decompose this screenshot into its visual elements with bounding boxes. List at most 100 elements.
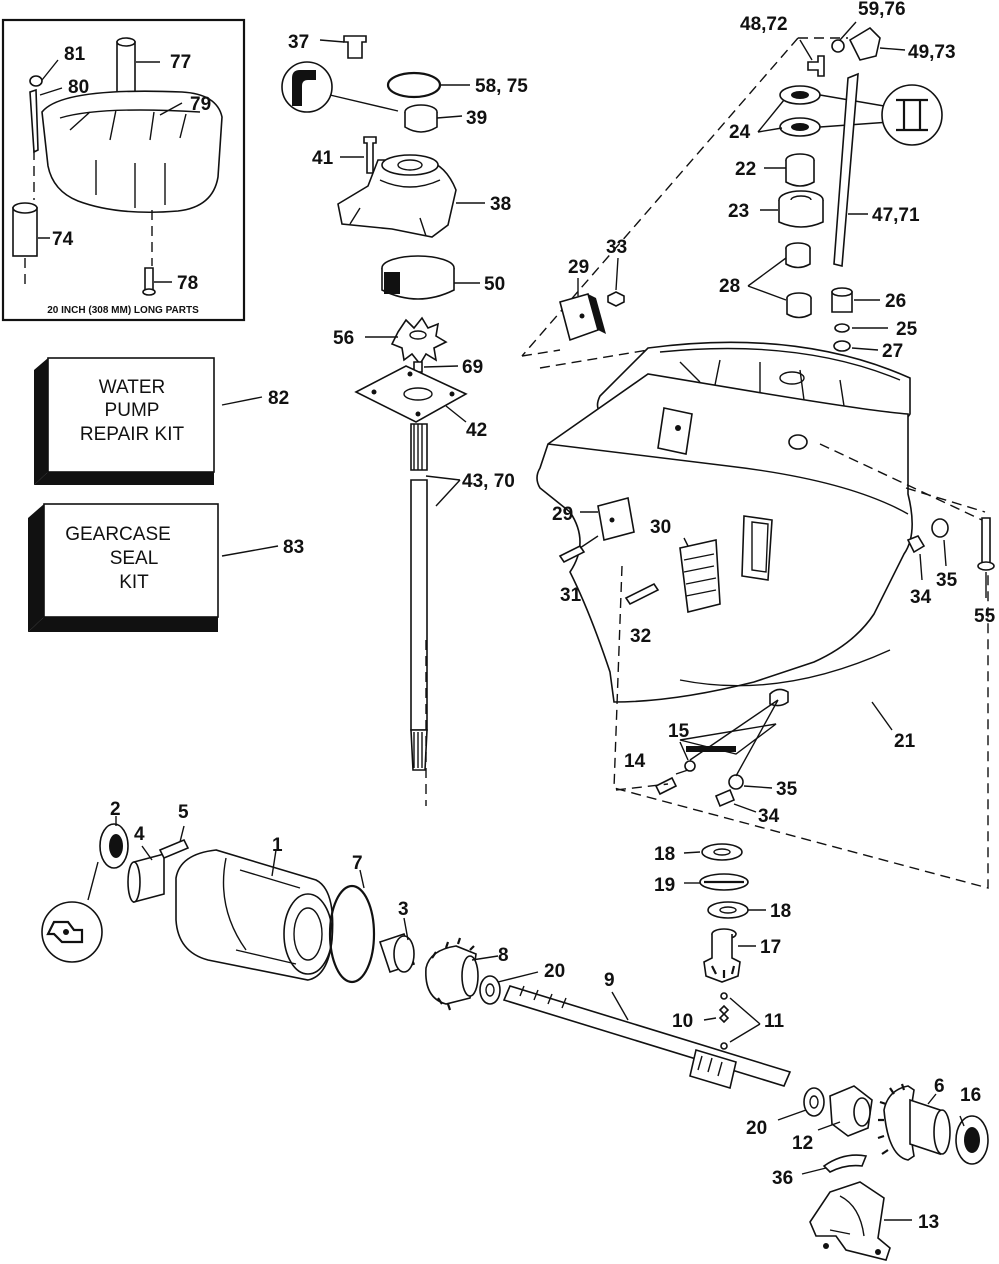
part-81-shape bbox=[29, 75, 43, 87]
part-22-shape bbox=[785, 160, 815, 187]
lower-gear-train bbox=[41, 816, 989, 1261]
callout-36: 36 bbox=[772, 1168, 793, 1189]
callout-48-72: 48,72 bbox=[740, 14, 788, 35]
part-11-lower-shape bbox=[720, 1042, 728, 1050]
callout-34-upper: 34 bbox=[910, 587, 932, 608]
callout-82: 82 bbox=[268, 388, 289, 409]
callout-22: 22 bbox=[735, 159, 756, 180]
part-39-shape bbox=[404, 112, 438, 133]
callout-37: 37 bbox=[288, 32, 309, 53]
callout-81: 81 bbox=[64, 44, 86, 65]
callout-28: 28 bbox=[719, 276, 740, 297]
callout-49-73: 49,73 bbox=[908, 42, 956, 63]
part-18-lower-shape bbox=[707, 901, 749, 919]
part-37-shape bbox=[343, 35, 367, 59]
callout-21: 21 bbox=[894, 731, 916, 752]
callout-34-lower: 34 bbox=[758, 806, 780, 827]
part-21-shape bbox=[536, 373, 913, 703]
sealant-symbol-lower bbox=[41, 901, 103, 963]
callout-35-lower: 35 bbox=[776, 779, 798, 800]
part-43-driveshaft bbox=[410, 479, 428, 731]
callout-38: 38 bbox=[490, 194, 511, 215]
callout-50: 50 bbox=[484, 274, 505, 295]
callout-43-70: 43, 70 bbox=[462, 471, 515, 492]
callout-39: 39 bbox=[466, 108, 487, 129]
callout-20-rear: 20 bbox=[746, 1118, 767, 1139]
part-34-upper-shape bbox=[906, 535, 926, 554]
callout-26: 26 bbox=[885, 291, 906, 312]
callout-23: 23 bbox=[728, 201, 749, 222]
callout-24: 24 bbox=[729, 122, 751, 143]
callout-29-upper: 29 bbox=[568, 257, 589, 278]
callout-9: 9 bbox=[604, 970, 615, 991]
kit-gearcase-line2: SEAL bbox=[110, 548, 159, 569]
part-32-shape bbox=[624, 582, 660, 606]
callout-19: 19 bbox=[654, 875, 675, 896]
part-80-shape bbox=[29, 88, 39, 154]
callout-4: 4 bbox=[134, 824, 145, 845]
callout-77: 77 bbox=[170, 52, 191, 73]
kit-water-line3: REPAIR KIT bbox=[80, 424, 185, 445]
callout-11: 11 bbox=[764, 1011, 785, 1032]
callout-13: 13 bbox=[918, 1212, 939, 1233]
inset-caption: 20 INCH (308 MM) LONG PARTS bbox=[47, 305, 199, 316]
callout-42: 42 bbox=[466, 420, 487, 441]
part-48-72-shape bbox=[807, 55, 825, 77]
callout-41: 41 bbox=[312, 148, 334, 169]
part-14-shape bbox=[654, 776, 678, 796]
part-30-shape bbox=[679, 539, 721, 613]
part-27-shape bbox=[833, 340, 851, 352]
part-59-76-shape bbox=[831, 39, 845, 53]
part-15-shape bbox=[684, 760, 696, 772]
kit-gearcase-line1: GEARCASE bbox=[65, 524, 171, 545]
part-36-shape bbox=[822, 1154, 868, 1173]
part-18-upper-shape bbox=[701, 843, 743, 861]
callout-14: 14 bbox=[624, 751, 646, 772]
water-pump-kit-box: WATER PUMP REPAIR KIT bbox=[34, 357, 263, 485]
callout-27: 27 bbox=[882, 341, 903, 362]
callout-56: 56 bbox=[333, 328, 354, 349]
callout-78: 78 bbox=[177, 273, 198, 294]
callout-32: 32 bbox=[630, 626, 651, 647]
part-17-shape bbox=[703, 934, 741, 983]
callout-18-lower: 18 bbox=[770, 901, 791, 922]
callout-47-71: 47,71 bbox=[872, 205, 920, 226]
part-78-shape bbox=[144, 267, 154, 291]
callout-1: 1 bbox=[272, 835, 283, 856]
callout-12: 12 bbox=[792, 1133, 813, 1154]
callout-83: 83 bbox=[283, 537, 304, 558]
part-28-upper bbox=[785, 248, 811, 269]
part-9-shape bbox=[502, 985, 792, 1087]
callout-16: 16 bbox=[960, 1085, 981, 1106]
part-49-73-shape bbox=[848, 26, 881, 61]
part-35-lower-shape bbox=[728, 774, 744, 790]
callout-58-75: 58, 75 bbox=[475, 76, 528, 97]
callout-80: 80 bbox=[68, 77, 89, 98]
sealant-symbol bbox=[281, 61, 333, 113]
part-11-upper-shape bbox=[720, 992, 728, 1000]
gearcase-housing bbox=[521, 257, 995, 889]
callout-25: 25 bbox=[896, 319, 918, 340]
part-58-75-shape bbox=[386, 71, 442, 99]
part-20-front-shape bbox=[479, 975, 501, 1005]
part-31-shape bbox=[558, 544, 586, 564]
callout-18-upper: 18 bbox=[654, 844, 675, 865]
long-parts-inset bbox=[1, 18, 246, 322]
water-pump-assembly bbox=[281, 35, 485, 806]
kit-gearcase-line3: KIT bbox=[119, 572, 149, 593]
part-23-shape bbox=[778, 200, 824, 228]
part-25-shape bbox=[834, 323, 850, 333]
callout-69: 69 bbox=[462, 357, 483, 378]
callout-31: 31 bbox=[560, 585, 582, 606]
callout-17: 17 bbox=[760, 937, 781, 958]
callout-55: 55 bbox=[974, 606, 996, 627]
part-55-shape bbox=[981, 517, 991, 569]
part-41-shape bbox=[363, 136, 377, 174]
callout-79: 79 bbox=[190, 94, 211, 115]
part-33-shape bbox=[607, 291, 625, 307]
callout-8: 8 bbox=[498, 945, 509, 966]
part-5-shape bbox=[158, 838, 190, 860]
callout-29-lower: 29 bbox=[552, 504, 573, 525]
